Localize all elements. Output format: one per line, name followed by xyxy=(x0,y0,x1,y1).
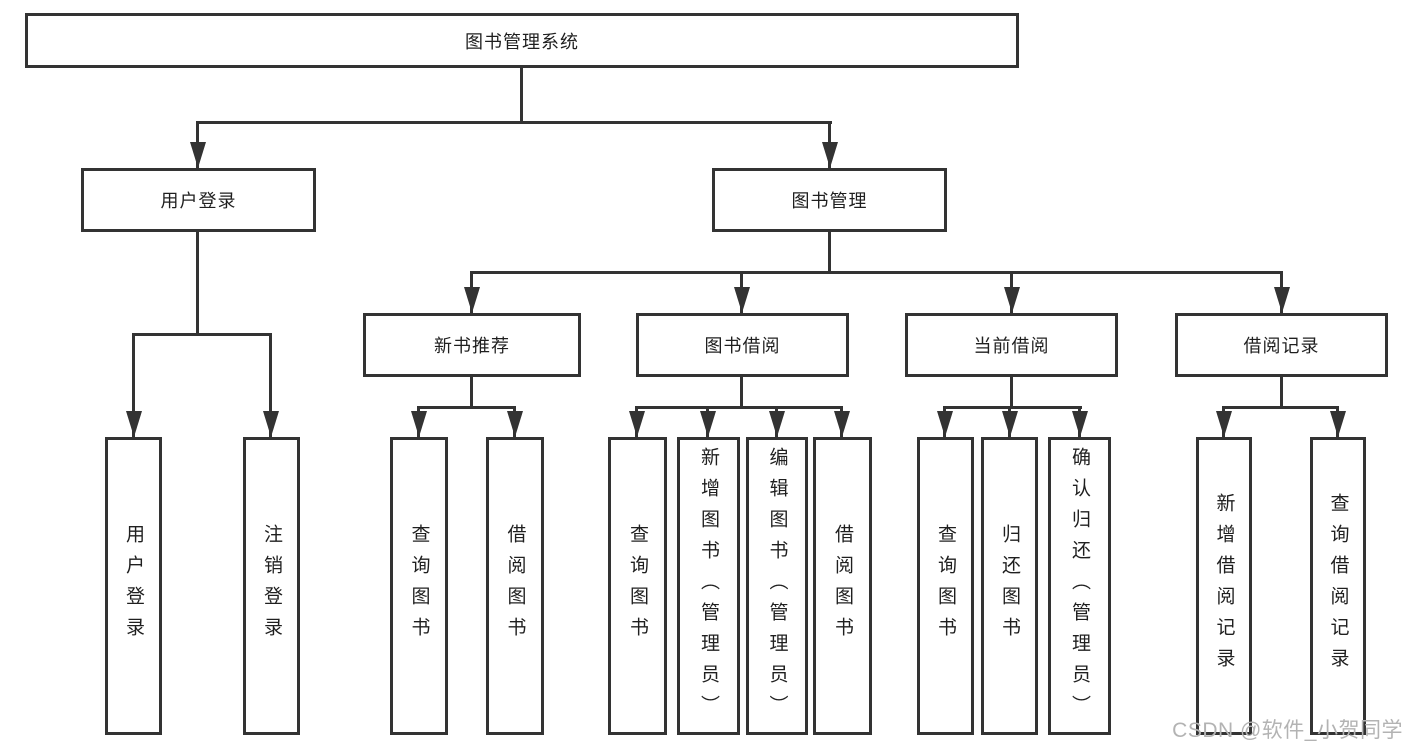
leaf-label: 用户登录 xyxy=(123,524,144,648)
arrowhead-icon xyxy=(263,411,279,437)
leaf-node-query-books-2: 查询图书 xyxy=(608,437,667,735)
leaf-label: 查询图书 xyxy=(935,524,956,648)
arrowhead-icon xyxy=(937,411,953,437)
arrowhead-icon xyxy=(1004,287,1020,313)
arrowhead-icon xyxy=(769,411,785,437)
leaf-label: 注销登录 xyxy=(261,524,282,648)
leaf-node-return-books: 归还图书 xyxy=(981,437,1038,735)
arrowhead-icon xyxy=(1274,287,1290,313)
node-borrow-records: 借阅记录 xyxy=(1175,313,1388,377)
arrowhead-icon xyxy=(1002,411,1018,437)
leaf-label: 新增图书（管理员） xyxy=(698,446,719,726)
arrowhead-icon xyxy=(734,287,750,313)
connector-line xyxy=(196,232,199,335)
connector-line xyxy=(470,271,1283,274)
arrowhead-icon xyxy=(822,142,838,168)
connector-line xyxy=(132,333,135,437)
node-root-label: 图书管理系统 xyxy=(465,31,579,52)
arrowhead-icon xyxy=(507,411,523,437)
arrowhead-icon xyxy=(1330,411,1346,437)
leaf-label: 查询借阅记录 xyxy=(1327,493,1349,679)
node-book-borrow-label: 图书借阅 xyxy=(704,336,781,356)
connector-line xyxy=(635,406,843,409)
leaf-node-borrow-books-1: 借阅图书 xyxy=(486,437,544,735)
connector-line xyxy=(520,68,523,123)
arrowhead-icon xyxy=(700,411,716,437)
arrowhead-icon xyxy=(411,411,427,437)
arrowhead-icon xyxy=(629,411,645,437)
node-user-login-label: 用户登录 xyxy=(160,191,237,211)
leaf-node-borrow-books-2: 借阅图书 xyxy=(813,437,872,735)
connector-line xyxy=(417,406,516,409)
leaf-label: 借阅图书 xyxy=(504,524,526,648)
node-book-borrow: 图书借阅 xyxy=(636,313,849,377)
connector-line xyxy=(740,377,743,408)
leaf-node-logout: 注销登录 xyxy=(243,437,300,735)
leaf-node-query-borrow-record: 查询借阅记录 xyxy=(1310,437,1366,735)
leaf-label: 归还图书 xyxy=(999,524,1020,648)
leaf-node-edit-books-admin: 编辑图书（管理员） xyxy=(746,437,808,735)
arrowhead-icon xyxy=(464,287,480,313)
arrowhead-icon xyxy=(834,411,850,437)
arrowhead-icon xyxy=(190,142,206,168)
leaf-label: 新增借阅记录 xyxy=(1213,493,1235,679)
leaf-label: 确认归还（管理员） xyxy=(1069,446,1090,726)
leaf-label: 查询图书 xyxy=(627,524,648,648)
connector-line xyxy=(828,232,831,273)
csdn-watermark: CSDN @软件_小贺同学 xyxy=(1172,719,1403,742)
node-borrow-records-label: 借阅记录 xyxy=(1243,336,1320,356)
connector-line xyxy=(943,406,1082,409)
node-book-management-label: 图书管理 xyxy=(791,191,868,211)
connector-line xyxy=(1010,377,1013,408)
leaf-node-add-borrow-record: 新增借阅记录 xyxy=(1196,437,1252,735)
arrowhead-icon xyxy=(126,411,142,437)
node-current-borrow-label: 当前借阅 xyxy=(973,336,1050,356)
connector-line xyxy=(269,333,272,437)
node-user-login: 用户登录 xyxy=(81,168,316,232)
connector-line xyxy=(1222,406,1339,409)
leaf-node-add-books-admin: 新增图书（管理员） xyxy=(677,437,740,735)
leaf-node-query-books-1: 查询图书 xyxy=(390,437,448,735)
connector-line xyxy=(132,333,272,336)
node-new-book-recommend-label: 新书推荐 xyxy=(434,336,510,356)
leaf-label: 编辑图书（管理员） xyxy=(766,446,788,726)
leaf-label: 查询图书 xyxy=(408,524,430,648)
node-book-management: 图书管理 xyxy=(712,168,947,232)
connector-line xyxy=(470,377,473,408)
arrowhead-icon xyxy=(1072,411,1088,437)
leaf-node-confirm-return-admin: 确认归还（管理员） xyxy=(1048,437,1111,735)
connector-line xyxy=(1280,377,1283,408)
connector-line xyxy=(196,121,832,124)
node-current-borrow: 当前借阅 xyxy=(905,313,1118,377)
node-new-book-recommend: 新书推荐 xyxy=(363,313,581,377)
node-root: 图书管理系统 xyxy=(25,13,1019,68)
leaf-node-user-login: 用户登录 xyxy=(105,437,162,735)
leaf-node-query-books-3: 查询图书 xyxy=(917,437,974,735)
arrowhead-icon xyxy=(1216,411,1232,437)
leaf-label: 借阅图书 xyxy=(832,524,853,648)
